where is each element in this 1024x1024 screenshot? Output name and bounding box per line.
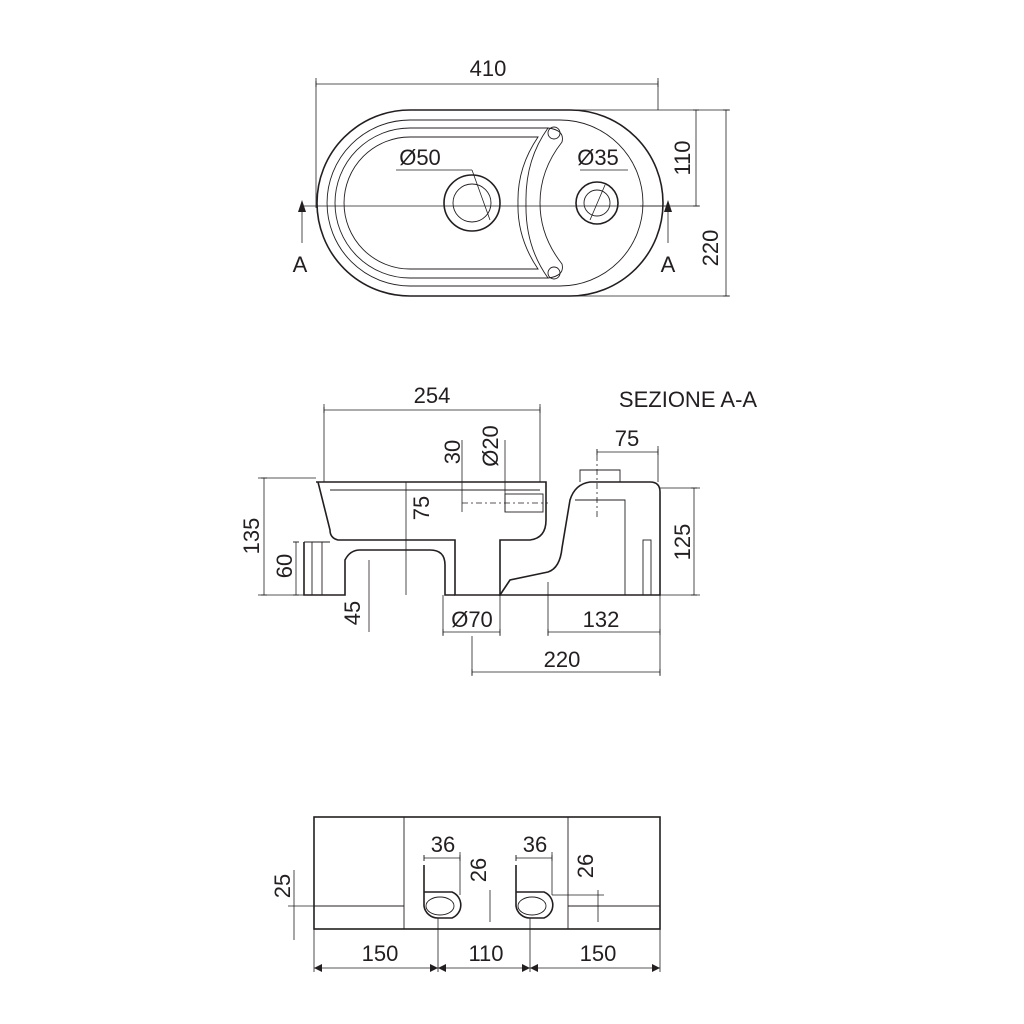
bowl-outline [334,127,549,279]
dim-foot-offset: 45 [340,601,365,625]
tap-hole-outer [575,181,619,225]
dim-total-height: 220 [698,230,723,267]
section-title: SEZIONE A-A [619,387,757,412]
dim-slot-width-left: 36 [431,832,455,857]
section-mark-right: A [661,252,676,277]
rear-slot-left [423,865,462,919]
dim-bowl-depth: 75 [409,496,434,520]
dim-outlet-height: 30 [440,440,465,464]
dim-hole-large: Ø50 [399,145,441,170]
dim-slot-width-right: 36 [523,832,547,857]
dim-bowl-width: 254 [414,383,451,408]
drain-hole-outer [443,174,501,232]
section-foot [303,542,455,596]
rear-view: 36 26 36 26 25 150 110 150 [270,816,661,972]
dim-foot-height: 60 [272,554,297,578]
rear-slot-right [515,865,554,919]
dim-rear-base: 132 [583,607,620,632]
section-mark-left: A [293,252,308,277]
tap-hole-inner [583,189,611,217]
basin-rim-inner [326,119,644,287]
section-body [498,481,661,596]
dim-right-span: 150 [580,941,617,966]
dim-slot-base-height: 25 [270,874,295,898]
dim-deck-width: 75 [615,426,639,451]
section-view: SEZIONE A-A [239,383,757,676]
dim-slot-height-right: 26 [573,854,598,878]
dim-rim-height: 125 [670,524,695,561]
drain-hole-inner [452,183,492,223]
ridge-end-bottom [547,266,561,280]
rear-outline [313,816,661,930]
dim-outlet-diameter: Ø20 [478,425,503,467]
dim-hole-small: Ø35 [577,145,619,170]
dim-drain-to-back: 220 [544,647,581,672]
dim-half-height: 110 [670,140,695,175]
dim-total-height: 135 [239,518,264,555]
ridge-end-top [547,126,561,140]
top-view: 410 Ø50 Ø35 110 220 A A [293,56,730,297]
dim-left-span: 150 [362,941,399,966]
dim-drain-diameter: Ø70 [451,607,493,632]
dim-slot-height-left: 26 [466,858,491,882]
divider-ridge [539,127,563,279]
bowl-inner [343,136,539,270]
dim-center-span: 110 [468,941,503,966]
dim-width: 410 [470,56,507,81]
